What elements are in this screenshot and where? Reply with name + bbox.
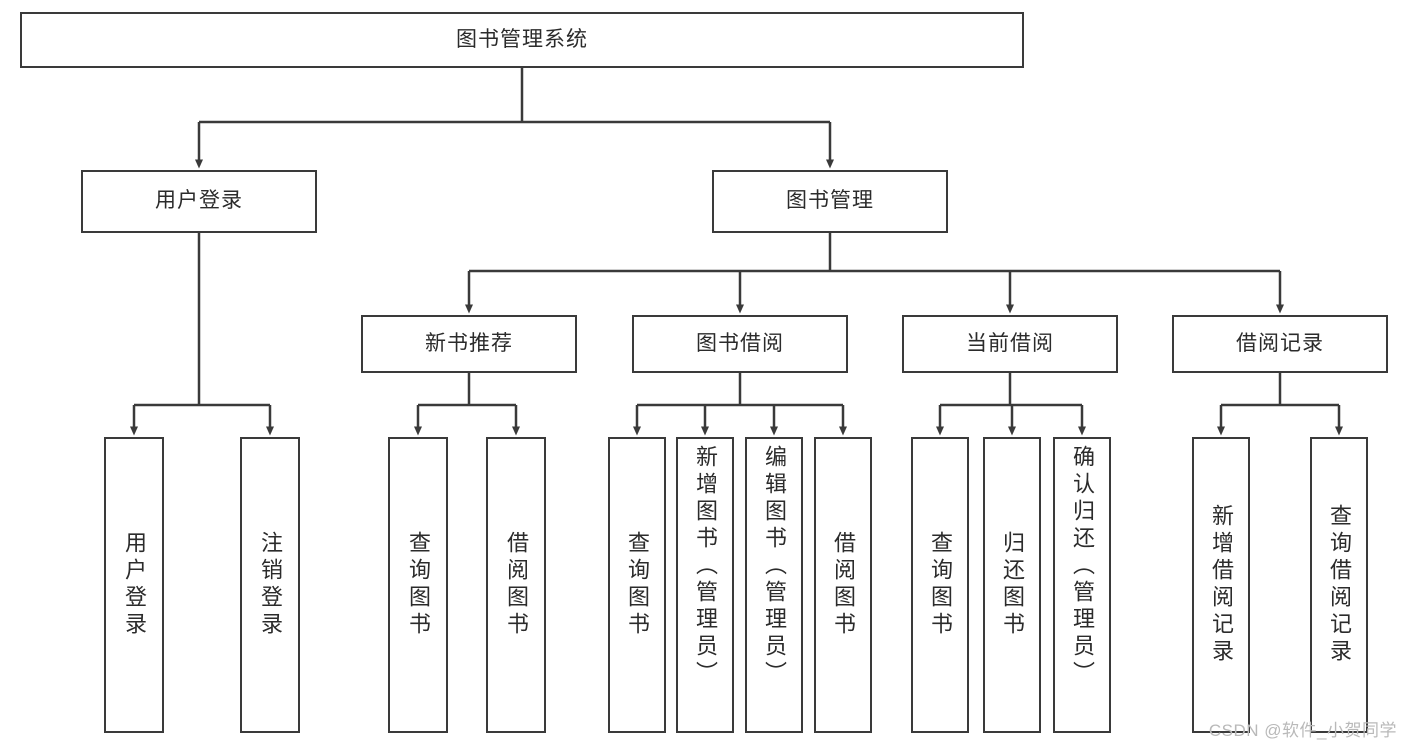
node-label-borrow-record: 借阅记录 [1236,331,1324,355]
node-label-leaf-logout: 注销登录 [258,531,283,639]
node-leaf-edit-book[interactable]: 编辑图书（管理员） [745,437,803,733]
node-label-leaf-confirm-return: 确认归还（管理员） [1070,445,1095,688]
node-leaf-query-book-2[interactable]: 查询图书 [608,437,666,733]
node-root[interactable]: 图书管理系统 [20,12,1024,68]
node-label-root: 图书管理系统 [456,27,588,51]
node-leaf-query-record[interactable]: 查询借阅记录 [1310,437,1368,733]
watermark-text: CSDN @软件_小贺同学 [1208,721,1397,740]
node-new-book-rec[interactable]: 新书推荐 [361,315,577,373]
node-leaf-return-book[interactable]: 归还图书 [983,437,1041,733]
node-label-leaf-user-login: 用户登录 [122,531,147,639]
node-label-current-borrow: 当前借阅 [966,331,1054,355]
node-leaf-borrow-book-1[interactable]: 借阅图书 [486,437,546,733]
node-label-book-manage: 图书管理 [786,189,874,213]
node-label-leaf-borrow-book-1: 借阅图书 [504,531,529,639]
node-label-leaf-edit-book: 编辑图书（管理员） [762,445,787,688]
node-label-new-book-rec: 新书推荐 [425,331,513,355]
node-label-leaf-return-book: 归还图书 [1000,531,1025,639]
node-book-manage[interactable]: 图书管理 [712,170,948,233]
node-leaf-query-book-1[interactable]: 查询图书 [388,437,448,733]
node-label-leaf-add-book: 新增图书（管理员） [693,445,718,688]
node-leaf-add-record[interactable]: 新增借阅记录 [1192,437,1250,733]
node-leaf-borrow-book-2[interactable]: 借阅图书 [814,437,872,733]
node-leaf-user-login[interactable]: 用户登录 [104,437,164,733]
node-label-book-borrow: 图书借阅 [696,331,784,355]
node-label-leaf-query-book-2: 查询图书 [625,531,650,639]
node-label-leaf-add-record: 新增借阅记录 [1209,504,1234,666]
node-leaf-query-book-3[interactable]: 查询图书 [911,437,969,733]
node-label-user-login: 用户登录 [155,189,243,213]
node-label-leaf-borrow-book-2: 借阅图书 [831,531,856,639]
node-user-login[interactable]: 用户登录 [81,170,317,233]
node-current-borrow[interactable]: 当前借阅 [902,315,1118,373]
node-borrow-record[interactable]: 借阅记录 [1172,315,1388,373]
node-leaf-logout[interactable]: 注销登录 [240,437,300,733]
node-leaf-add-book[interactable]: 新增图书（管理员） [676,437,734,733]
node-label-leaf-query-record: 查询借阅记录 [1327,504,1352,666]
node-label-leaf-query-book-1: 查询图书 [406,531,431,639]
node-label-leaf-query-book-3: 查询图书 [928,531,953,639]
node-book-borrow[interactable]: 图书借阅 [632,315,848,373]
node-leaf-confirm-return[interactable]: 确认归还（管理员） [1053,437,1111,733]
